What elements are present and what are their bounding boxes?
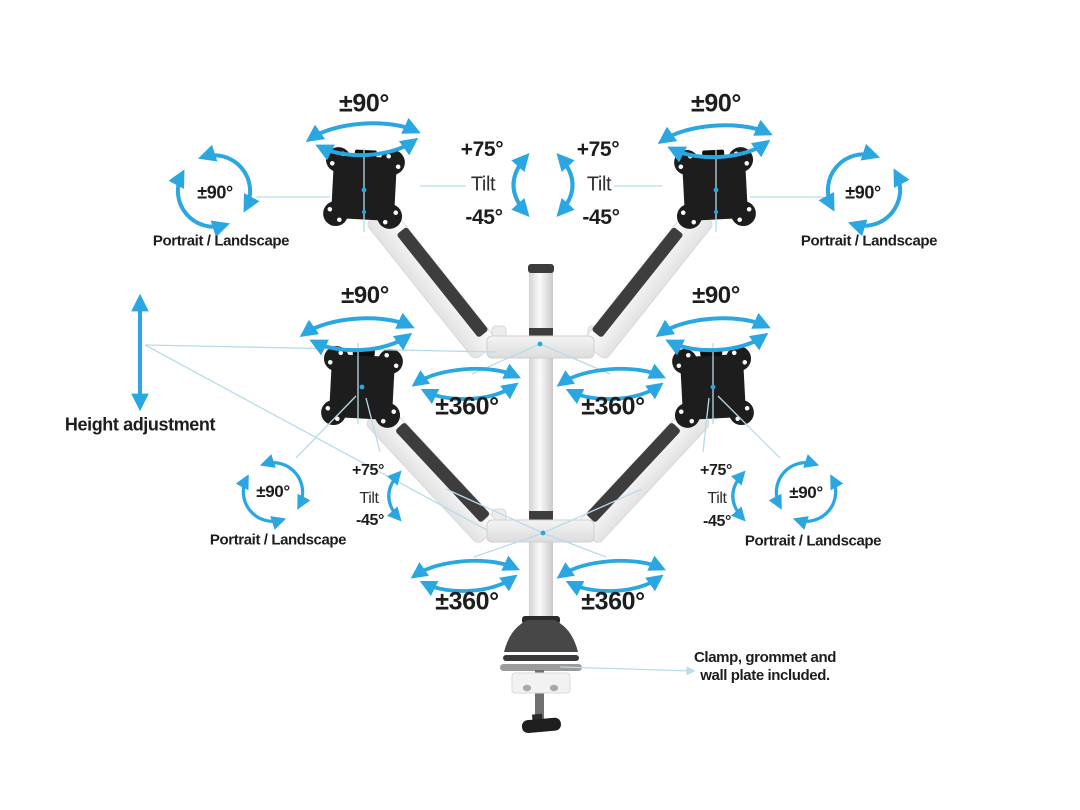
rotation-angle-label-lower-left: ±90° <box>256 482 290 501</box>
crossbar-lower <box>486 519 595 543</box>
portrait-landscape-label-lower-left: Portrait / Landscape <box>209 531 347 549</box>
rotation-angle-label-upper-right: ±90° <box>845 182 881 203</box>
arm-rotation-arrows-low-right-icon <box>561 561 662 591</box>
clamp-base <box>500 616 582 734</box>
arm-rotation-arrows-low-left-icon <box>415 561 516 591</box>
tilt-up-label-lower-left: +75° <box>352 462 384 479</box>
tilt-label-lower-right: Tilt <box>707 490 727 507</box>
tilt-up-label-lower-right: +75° <box>700 462 732 479</box>
center-pole <box>528 264 554 622</box>
swivel-angle-label-top-right: ±90° <box>691 89 741 118</box>
clamp-note: Clamp, grommet and wall plate included. <box>694 649 836 685</box>
tilt-up-label-upper-left: +75° <box>460 138 504 161</box>
rotation-angle-label-upper-left: ±90° <box>197 182 233 203</box>
tilt-arc-upper-left-icon <box>514 157 527 213</box>
portrait-landscape-label-upper-right: Portrait / Landscape <box>800 232 938 250</box>
tilt-down-label-upper-left: -45° <box>465 206 503 229</box>
arm-rotation-label-mid-right: ±360° <box>581 392 645 421</box>
tilt-arc-lower-right-icon <box>733 474 743 519</box>
swivel-angle-label-mid-left: ±90° <box>341 282 389 309</box>
tilt-down-label-lower-left: -45° <box>356 512 384 529</box>
tilt-label-upper-right: Tilt <box>586 173 612 196</box>
tilt-up-label-upper-right: +75° <box>576 138 620 161</box>
clamp-note-line2: wall plate included. <box>700 667 830 684</box>
swivel-angle-label-top-left: ±90° <box>339 89 389 118</box>
swivel-arrows-mid-left-icon <box>304 318 410 350</box>
arm-rotation-label-low-right: ±360° <box>581 587 645 616</box>
clamp-note-line1: Clamp, grommet and <box>694 649 836 666</box>
height-adjustment-label: Height adjustment <box>64 414 216 435</box>
rotation-angle-label-lower-right: ±90° <box>789 483 823 502</box>
swivel-angle-label-mid-right: ±90° <box>692 282 740 309</box>
tilt-label-upper-left: Tilt <box>470 173 496 196</box>
portrait-landscape-label-lower-right: Portrait / Landscape <box>744 532 882 550</box>
tilt-label-lower-left: Tilt <box>359 490 379 507</box>
tilt-down-label-lower-right: -45° <box>703 513 731 530</box>
tilt-arc-upper-right-icon <box>560 157 573 213</box>
crossbar-upper <box>486 335 595 359</box>
tilt-arc-lower-left-icon <box>389 474 399 519</box>
arm-rotation-label-low-left: ±360° <box>435 587 499 616</box>
arm-rotation-label-mid-left: ±360° <box>435 392 499 421</box>
tilt-down-label-upper-right: -45° <box>582 206 620 229</box>
portrait-landscape-label-upper-left: Portrait / Landscape <box>152 232 290 250</box>
